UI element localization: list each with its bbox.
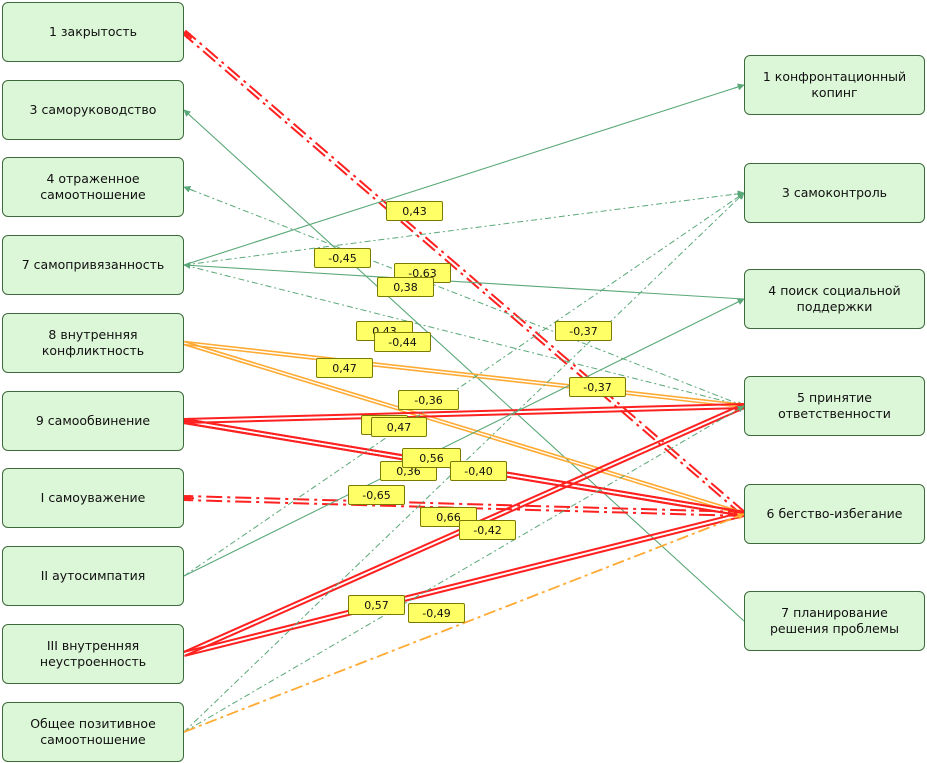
edge-stroke: [183, 405, 745, 733]
edge-value-label: -0,45: [314, 248, 371, 268]
correlation-edge: [183, 83, 745, 266]
edge-arrowhead: [734, 83, 745, 91]
edge-stroke: [184, 406, 745, 424]
node-self-attachment: 7 самопривязанность: [2, 235, 184, 295]
node-label: 3 самоконтроль: [781, 185, 888, 201]
edge-stroke: [183, 343, 744, 517]
correlation-edge: [183, 340, 745, 517]
edge-arrowhead: [735, 405, 745, 413]
edge-value-label: -0,44: [374, 332, 431, 352]
correlation-edge: [183, 186, 745, 407]
node-confrontive-coping: 1 конфронтационный копинг: [744, 55, 925, 115]
edge-stroke: [184, 340, 745, 406]
edge-value-label: -0,49: [408, 603, 465, 623]
node-label: 7 планирование решения проблемы: [770, 605, 899, 636]
correlation-edge: [183, 109, 745, 622]
edge-stroke: [183, 403, 744, 421]
edge-stroke: [184, 340, 745, 514]
correlation-edge: [183, 190, 745, 266]
edge-stroke: [183, 511, 744, 654]
node-label: 3 саморуководство: [29, 102, 157, 118]
node-label: 1 закрытость: [48, 24, 138, 40]
node-self-esteem: I самоуважение: [2, 468, 184, 528]
edge-value-label: -0,65: [348, 485, 405, 505]
edge-value-label: -0,37: [569, 377, 626, 397]
edge-value-label: 0,47: [371, 417, 427, 437]
node-general-positive-self-attitude: Общее позитивное самоотношение: [2, 702, 184, 762]
node-label: 7 самопривязанность: [21, 257, 165, 273]
node-label: 5 принятие ответственности: [778, 390, 891, 421]
edge-stroke: [183, 109, 745, 622]
node-label: III внутренняя неустроенность: [39, 638, 147, 669]
edge-arrowhead: [734, 298, 745, 305]
node-seeking-social-support: 4 поиск социальной поддержки: [744, 269, 925, 329]
edge-value-label: -0,36: [398, 390, 459, 410]
edge-stroke: [182, 32, 744, 517]
edge-value-label: -0,37: [555, 321, 612, 341]
edge-stroke: [183, 192, 745, 266]
correlation-edge: [183, 340, 745, 409]
edge-stroke: [184, 514, 745, 657]
node-self-blame: 9 самообвинение: [2, 391, 184, 451]
node-label: II аутосимпатия: [40, 568, 146, 584]
edge-value-label: 0,38: [377, 277, 434, 297]
node-escape-avoidance: 6 бегство-избегание: [744, 484, 925, 544]
edge-stroke: [183, 264, 745, 407]
node-inner-disorder: III внутренняя неустроенность: [2, 624, 184, 684]
correlation-edge: [183, 405, 745, 733]
edge-arrowhead: [734, 513, 745, 520]
correlation-edge: [183, 494, 745, 517]
edge-stroke: [183, 343, 744, 409]
node-label: 1 конфронтационный копинг: [762, 69, 907, 100]
edge-value-label: 0,47: [316, 358, 373, 378]
node-self-guidance: 3 саморуководство: [2, 80, 184, 140]
edge-arrowhead: [736, 192, 745, 201]
edge-arrowhead: [183, 109, 192, 118]
edge-arrowhead: [183, 31, 193, 40]
edge-stroke: [183, 192, 745, 577]
edge-stroke: [183, 513, 745, 733]
correlation-edge: [183, 403, 745, 425]
node-inner-conflict: 8 внутренняя конфликтность: [2, 313, 184, 373]
edge-stroke: [184, 495, 745, 514]
node-label: I самоуважение: [40, 490, 146, 506]
edges-layer: [182, 29, 746, 733]
node-label: 6 бегство-избегание: [766, 506, 903, 522]
edge-stroke: [183, 84, 745, 266]
node-autosympathy: II аутосимпатия: [2, 546, 184, 606]
edge-stroke: [183, 264, 745, 300]
node-accepting-responsibility: 5 принятие ответственности: [744, 376, 925, 436]
node-reflected-self-attitude: 4 отраженное самоотношение: [2, 157, 184, 217]
edge-value-label: 0,57: [348, 595, 405, 615]
correlation-edge: [183, 298, 745, 577]
node-label: 4 поиск социальной поддержки: [768, 283, 901, 314]
edge-value-label: 0,43: [386, 201, 443, 221]
node-label: Общее позитивное самоотношение: [30, 716, 156, 747]
edge-stroke: [183, 498, 744, 517]
edge-stroke: [183, 298, 745, 577]
edge-stroke: [184, 29, 746, 514]
node-label: 4 отраженное самоотношение: [40, 171, 146, 202]
edge-value-label: 0,56: [402, 448, 461, 468]
edge-stroke: [183, 186, 745, 407]
correlation-edge: [183, 513, 745, 733]
node-self-control: 3 самоконтроль: [744, 163, 925, 223]
node-planful-problem-solving: 7 планирование решения проблемы: [744, 591, 925, 651]
edge-arrowhead: [183, 418, 195, 426]
edge-value-label: -0,40: [450, 461, 507, 481]
correlation-edge: [182, 29, 746, 517]
node-label: 9 самообвинение: [35, 413, 151, 429]
node-closedness: 1 закрытость: [2, 2, 184, 62]
edge-arrowhead: [183, 186, 194, 193]
edge-value-label: -0,42: [459, 520, 516, 540]
node-label: 8 внутренняя конфликтность: [41, 327, 145, 358]
